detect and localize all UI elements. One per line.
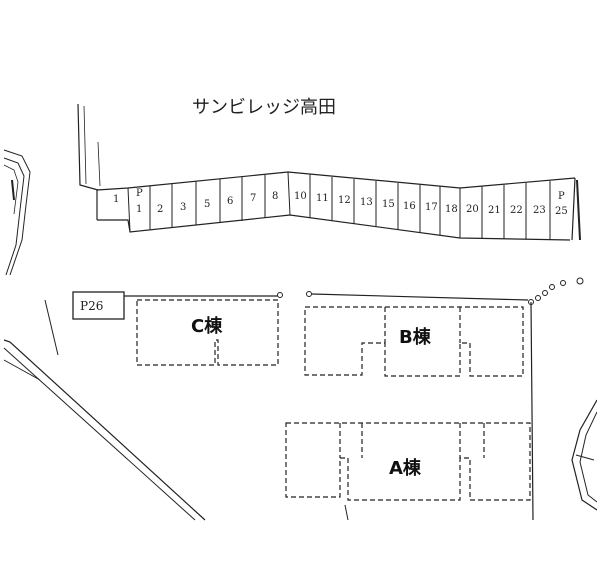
left-diagonal-road [3, 299, 206, 521]
parking-26: P26 [72, 291, 125, 320]
parking-p-label: P [558, 191, 565, 202]
building-a: A棟 [285, 422, 531, 501]
bottom-right-road [571, 399, 597, 511]
right-boundary-markers [528, 277, 584, 521]
parking-number: 16 [403, 201, 416, 212]
parking-number: 25 [555, 206, 568, 217]
site-mark [344, 504, 349, 521]
building-c: C棟 [136, 299, 279, 366]
parking-number: 8 [272, 191, 278, 202]
parking-number: 3 [180, 202, 186, 213]
parking-number: 1 [113, 194, 119, 205]
building-b: B棟 [304, 306, 524, 377]
p26-label: P26 [80, 299, 103, 313]
boundary-marker [306, 291, 312, 297]
parking-number: 6 [227, 196, 233, 207]
map-title: サンビレッジ高田 [192, 97, 336, 118]
parking-number: 17 [425, 202, 438, 213]
parking-number: 13 [360, 197, 373, 208]
parking-number: 11 [316, 193, 329, 204]
building-a-label: A棟 [389, 457, 422, 479]
parking-numbers: 1 P 1 2 3 5 6 7 8 10 11 12 13 15 16 17 1… [113, 188, 568, 217]
building-c-label: C棟 [191, 315, 223, 337]
parking-number: 18 [445, 204, 458, 215]
parking-number: 21 [488, 205, 501, 216]
parking-number: 2 [157, 204, 163, 215]
parking-number: 7 [250, 193, 256, 204]
left-fence [77, 103, 101, 191]
boundary-marker [277, 292, 283, 298]
parking-p-label: P [136, 188, 143, 199]
parking-number: 23 [533, 205, 546, 216]
parking-number: 10 [294, 191, 307, 202]
parking-number: 12 [338, 195, 351, 206]
parking-number: 1 [136, 204, 142, 215]
building-b-label: B棟 [399, 326, 432, 348]
parking-row [96, 171, 581, 241]
parking-number: 22 [510, 205, 523, 216]
site-boundary-top-right [311, 293, 529, 301]
parking-number: 15 [382, 199, 395, 210]
parking-number: 5 [204, 199, 210, 210]
left-road-edge [3, 149, 31, 276]
parking-number: 20 [466, 204, 479, 215]
